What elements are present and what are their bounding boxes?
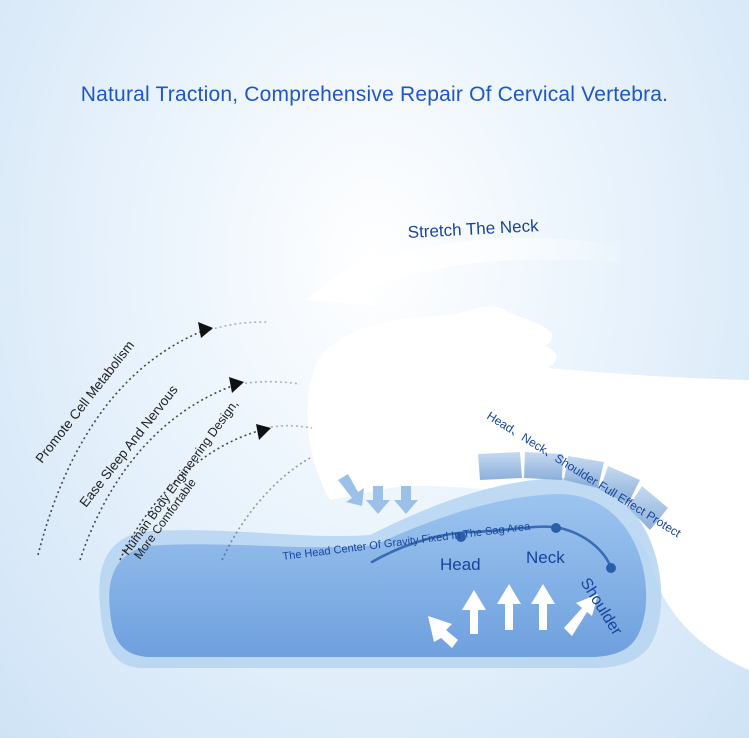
page-title: Natural Traction, Comprehensive Repair O…	[80, 83, 669, 106]
pillow-body	[109, 494, 647, 657]
benefit-arcs	[37, 321, 313, 561]
stretch-arrow	[305, 237, 620, 306]
arc-arrowheads	[198, 322, 271, 440]
shoulder-dot	[606, 563, 616, 573]
gravity-curve	[370, 525, 614, 572]
support-arrows	[428, 584, 598, 648]
down-arrows	[338, 474, 418, 514]
neck-dot	[551, 523, 561, 533]
protection-segments	[478, 452, 668, 530]
head-dot	[456, 532, 466, 542]
head-label: Head	[440, 555, 481, 574]
neck-label: Neck	[526, 548, 565, 567]
